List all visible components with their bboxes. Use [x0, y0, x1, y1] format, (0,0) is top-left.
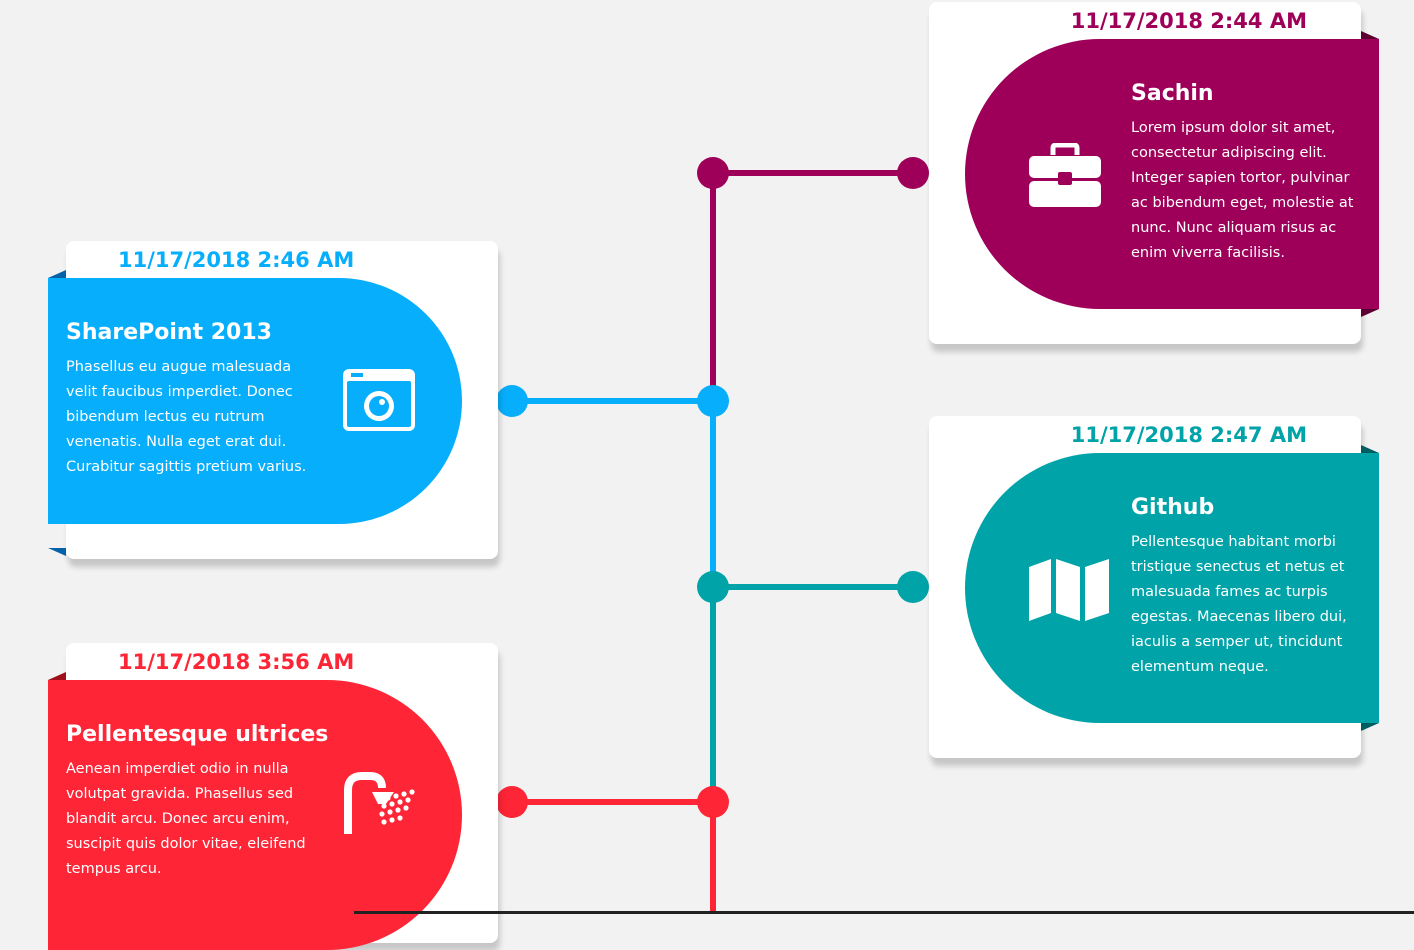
- shower-icon: [344, 772, 415, 834]
- connector-line-sachin: [713, 170, 913, 176]
- timeline-dot: [697, 571, 729, 603]
- timeline-spine-segment-3: [710, 587, 716, 804]
- connector-line-sharepoint: [512, 398, 712, 404]
- briefcase-icon: [1029, 143, 1101, 207]
- event-panel: Pellentesque ultrices Aenean imperdiet o…: [48, 680, 462, 950]
- event-description: Aenean imperdiet odio in nulla volutpat …: [66, 761, 306, 877]
- timeline-dot: [697, 786, 729, 818]
- event-panel: Github Pellentesque habitant morbi trist…: [965, 453, 1379, 723]
- event-title: Sachin: [1131, 81, 1214, 106]
- event-description: Phasellus eu augue malesuada velit fauci…: [66, 359, 307, 475]
- ribbon-fold: [1361, 31, 1379, 39]
- ribbon-fold: [48, 672, 66, 680]
- connector-dot: [897, 157, 929, 189]
- timeline-card-sharepoint-2013: 11/17/2018 2:46 AM SharePoint 2013 Phase…: [48, 241, 498, 559]
- timeline-spine-segment-4: [710, 802, 716, 914]
- connector-dot: [496, 786, 528, 818]
- timeline-card-pellentesque-ultrices: 11/17/2018 3:56 AM Pellentesque ultrices…: [48, 643, 498, 950]
- page-bottom-border: [354, 911, 1414, 914]
- event-panel: Sachin Lorem ipsum dolor sit amet, conse…: [965, 39, 1379, 309]
- event-date: 11/17/2018 2:44 AM: [1070, 9, 1307, 33]
- ribbon-fold: [1361, 309, 1379, 317]
- connector-line-github: [713, 584, 913, 590]
- ribbon-fold: [48, 270, 66, 278]
- timeline-spine-segment-2: [710, 401, 716, 589]
- connector-dot: [496, 385, 528, 417]
- event-date: 11/17/2018 2:46 AM: [118, 248, 355, 272]
- timeline-card-sachin: 11/17/2018 2:44 AM Sachin Lorem ipsum do…: [929, 2, 1379, 344]
- event-date: 11/17/2018 3:56 AM: [118, 650, 355, 674]
- connector-dot: [897, 571, 929, 603]
- ribbon-fold: [1361, 445, 1379, 453]
- timeline-dot: [697, 157, 729, 189]
- connector-line-pellentesque: [512, 799, 712, 805]
- event-panel: SharePoint 2013 Phasellus eu augue males…: [48, 278, 462, 524]
- event-title: Github: [1131, 495, 1215, 520]
- event-title: SharePoint 2013: [66, 320, 272, 345]
- timeline-card-github: 11/17/2018 2:47 AM Github Pellentesque h…: [929, 416, 1379, 758]
- ribbon-fold: [1361, 723, 1379, 731]
- ribbon-fold: [48, 548, 66, 556]
- timeline-dot: [697, 385, 729, 417]
- event-description: Pellentesque habitant morbi tristique se…: [1131, 534, 1347, 675]
- camera-icon: [343, 369, 415, 431]
- map-icon: [1029, 559, 1109, 621]
- event-description: Lorem ipsum dolor sit amet, consectetur …: [1131, 120, 1354, 261]
- event-title: Pellentesque ultrices: [66, 722, 329, 747]
- timeline-spine-segment-1: [710, 173, 716, 403]
- event-date: 11/17/2018 2:47 AM: [1070, 423, 1307, 447]
